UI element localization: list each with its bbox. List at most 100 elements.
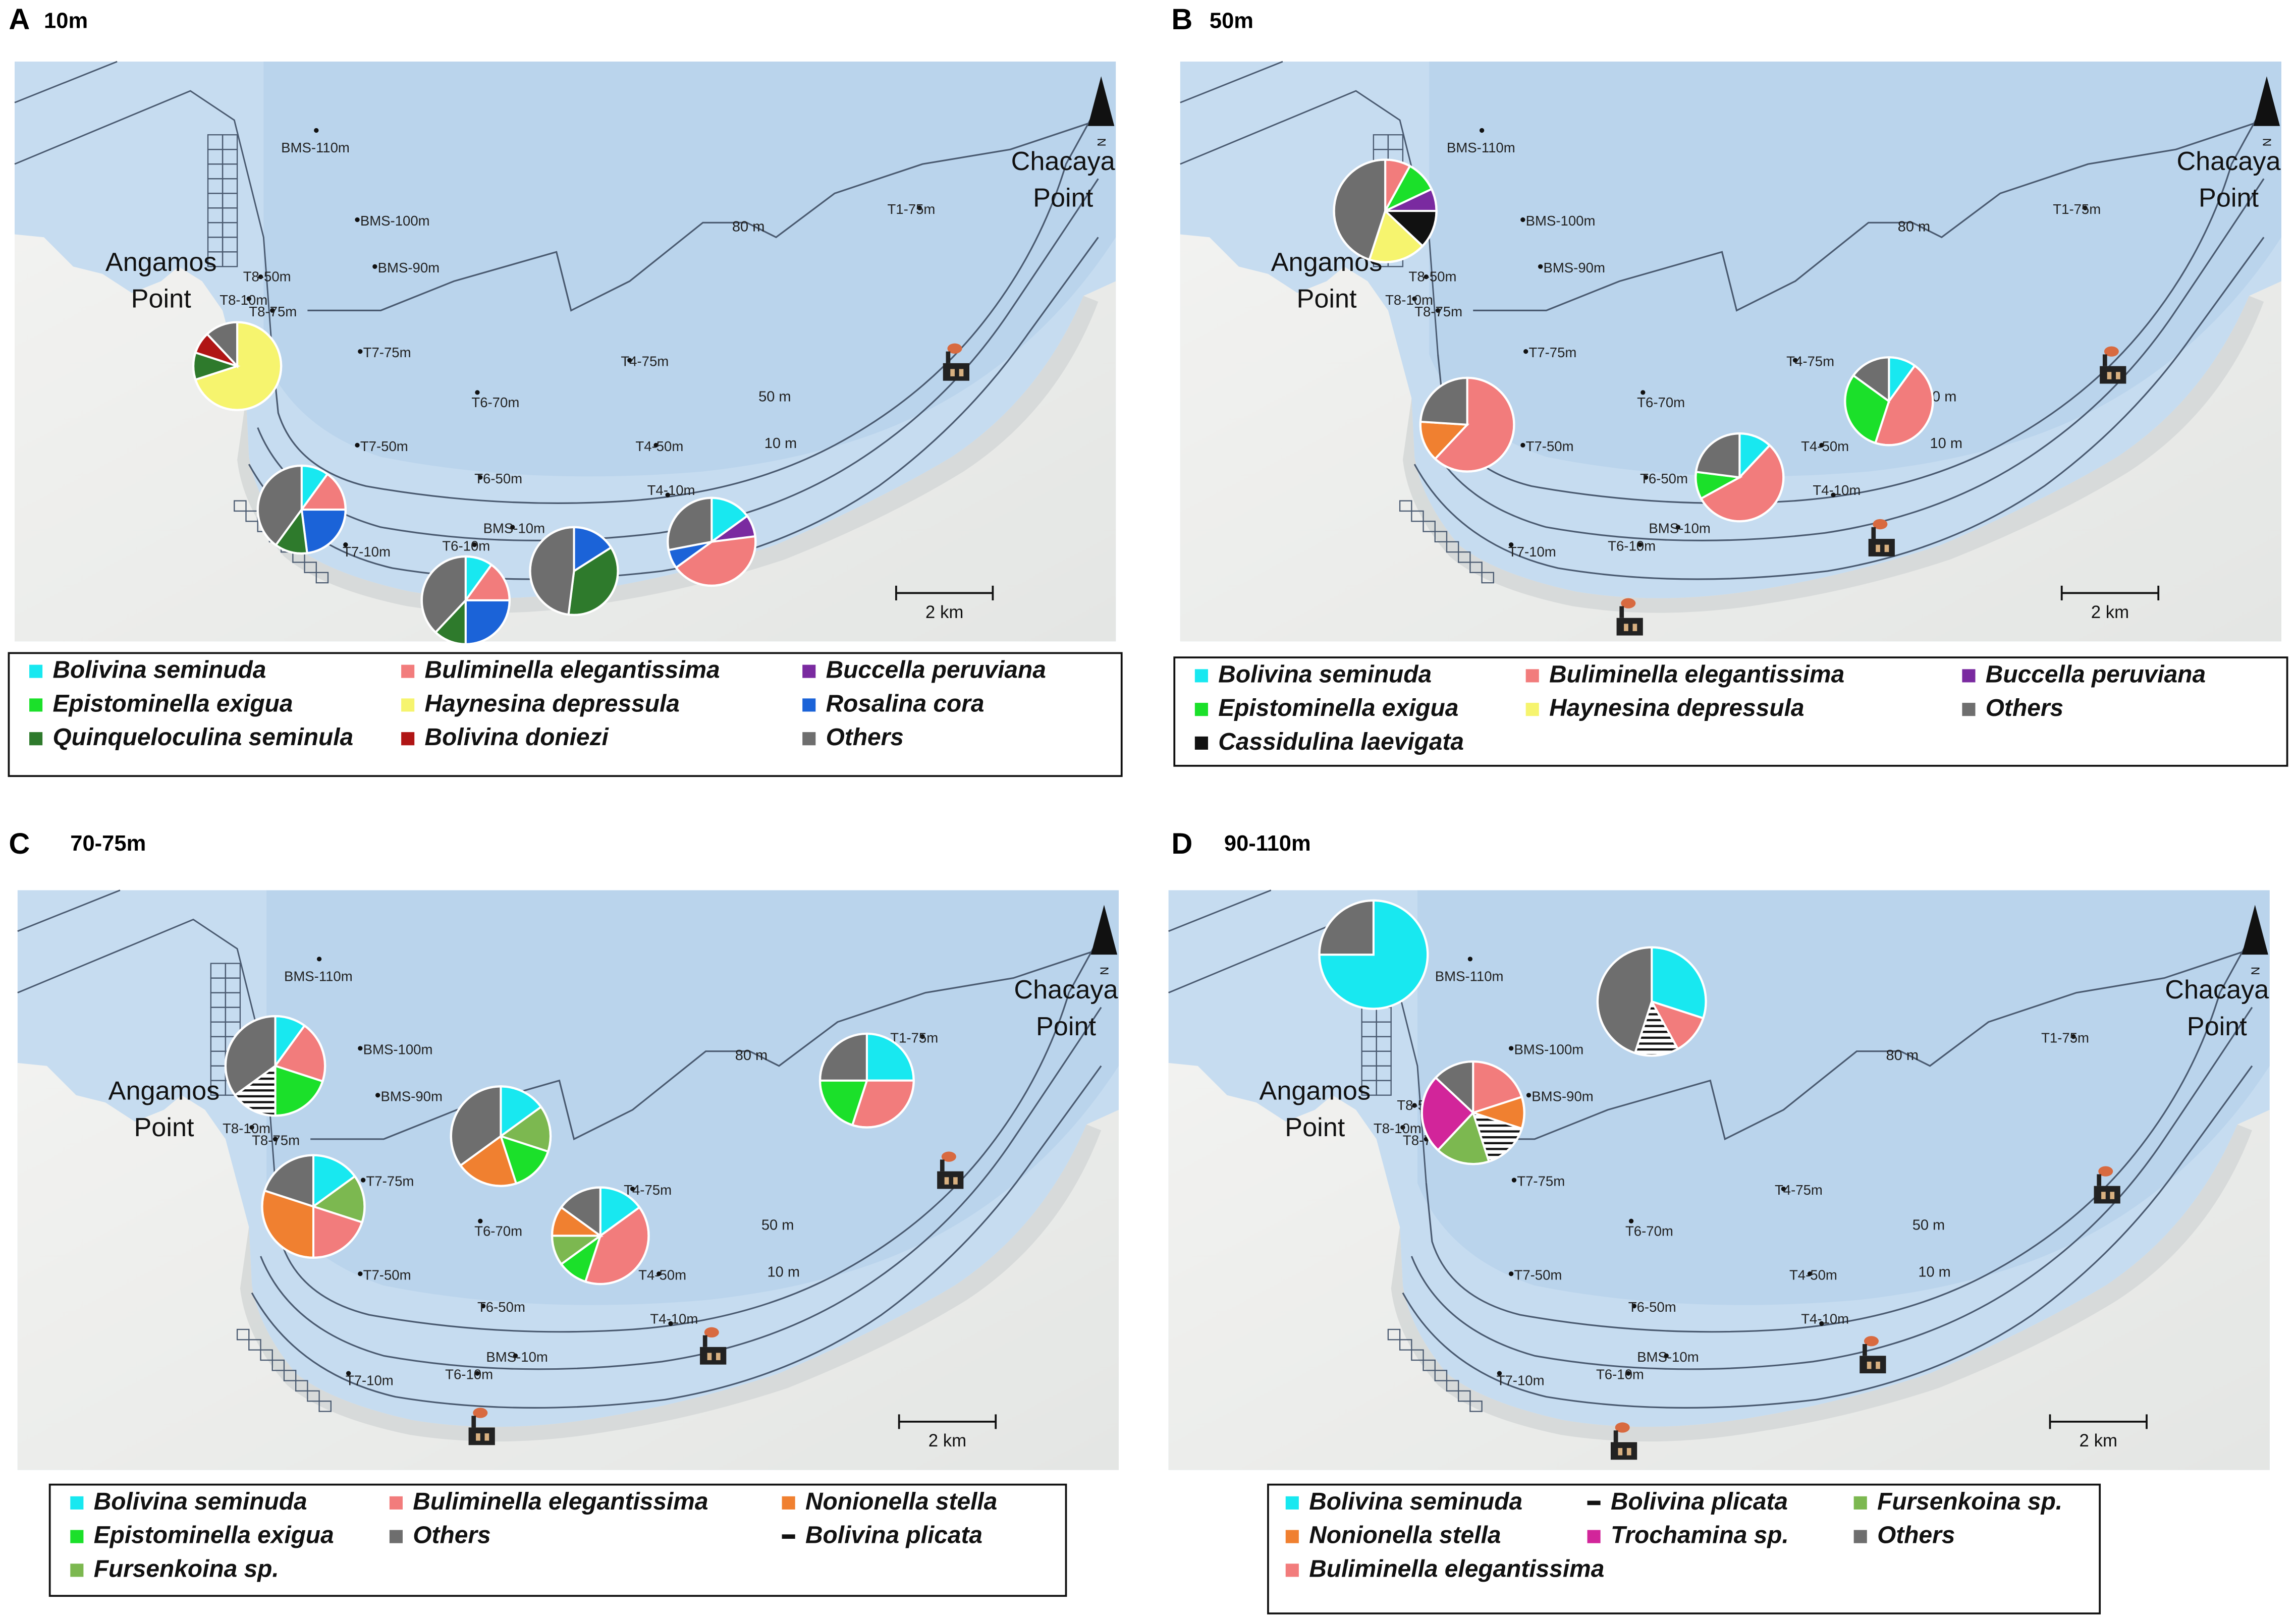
legend-swatch — [802, 732, 816, 746]
pie-chart — [1419, 376, 1515, 473]
legend-label: Buliminella elegantissima — [1309, 1555, 1604, 1582]
scale-bar — [895, 585, 994, 600]
legend-label: Buliminella elegantissima — [425, 657, 720, 684]
panel-c: C 70-75m 80 m50 m10 mBMS-110mBMS-100mBMS… — [9, 827, 1119, 1597]
station-label: T4-10m — [1801, 1311, 1849, 1326]
factory-icon — [1616, 598, 1643, 636]
station-label: BMS-90m — [1532, 1088, 1593, 1104]
station-marker — [270, 308, 275, 313]
station-marker — [917, 205, 922, 210]
station-marker — [343, 542, 348, 547]
legend-item: Nonionella stella — [782, 1488, 997, 1515]
station-marker — [513, 1353, 518, 1358]
panel-depth: 90-110m — [1224, 831, 1311, 856]
place-label-chacaya: Point — [2187, 1012, 2248, 1041]
place-label-angamos: Angamos — [1259, 1076, 1371, 1105]
station-marker — [355, 217, 360, 222]
pie-chart — [1318, 899, 1429, 1010]
legend-item: Bolivina seminuda — [29, 657, 266, 684]
pie-chart — [1420, 1060, 1525, 1165]
place-label-angamos: Point — [1285, 1113, 1345, 1142]
station-marker — [665, 492, 670, 497]
panel-depth: 10m — [44, 9, 88, 33]
legend-label: Nonionella stella — [1309, 1522, 1501, 1549]
pie-chart — [261, 1154, 366, 1259]
legend-label: Fursenkoina sp. — [94, 1555, 279, 1582]
legend-swatch — [1194, 703, 1208, 716]
legend-label: Epistominella exigua — [1218, 695, 1458, 721]
legend-item: Bolivina plicata — [782, 1522, 982, 1549]
legend-swatch — [29, 732, 43, 746]
legend-item: Cassidulina laevigata — [1194, 729, 1464, 755]
factory-icon — [943, 343, 969, 381]
legend-label: Buliminella elegantissima — [1549, 661, 1844, 688]
depth-contour-label: 50 m — [761, 1217, 794, 1234]
station-marker — [1641, 390, 1646, 395]
legend-swatch — [1962, 703, 1976, 716]
pie-chart — [450, 1085, 552, 1187]
scale-bar — [898, 1414, 997, 1429]
depth-contour-label: 10 m — [1918, 1264, 1950, 1280]
station-label: T6-10m — [445, 1367, 493, 1382]
legend-item: Buliminella elegantissima — [401, 657, 720, 684]
station-marker — [1412, 296, 1417, 301]
scale-bar — [2060, 585, 2160, 600]
station-marker — [1509, 542, 1514, 547]
station-label: T7-10m — [1508, 544, 1556, 560]
station-marker — [1631, 1303, 1637, 1309]
legend-label: Haynesina depressula — [1549, 695, 1804, 721]
legend-item: Rosalina cora — [802, 690, 984, 717]
station-label: BMS-100m — [363, 1042, 433, 1057]
panel-d: D 90-110m 80 m50 m10 mBMS-110mBMS-100mBM… — [1168, 827, 2270, 1614]
station-marker — [375, 1093, 380, 1098]
pie-chart — [1694, 432, 1785, 523]
station-label: T7-75m — [363, 345, 411, 360]
map-area: 80 m50 m10 mBMS-110mBMS-100mBMS-90mT8-50… — [17, 889, 1119, 1470]
panel-depth: 70-75m — [70, 831, 146, 856]
legend-item: Others — [1853, 1522, 1955, 1549]
legend-item: Others — [1962, 695, 2063, 721]
station-label: BMS-90m — [380, 1088, 442, 1104]
legend-item: Bolivina doniezi — [401, 724, 610, 751]
factory-icon — [2100, 346, 2126, 384]
legend-swatch — [1525, 669, 1539, 683]
legend-label: Rosalina cora — [826, 690, 985, 717]
station-label: T4-10m — [1813, 482, 1861, 498]
station-marker — [258, 274, 263, 280]
depth-contour-label: 10 m — [768, 1264, 800, 1280]
station-label: T6-70m — [1625, 1223, 1673, 1239]
legend-label: Others — [826, 724, 904, 751]
legend-label: Bolivina seminuda — [94, 1488, 307, 1515]
station-label: T7-50m — [360, 438, 408, 454]
legend-label: Buccella peruviana — [826, 657, 1046, 684]
legend-swatch — [1962, 669, 1976, 683]
legend-label: Epistominella exigua — [94, 1522, 334, 1549]
legend-swatch — [802, 664, 816, 678]
legend-swatch — [70, 1496, 84, 1510]
station-marker — [475, 390, 480, 395]
station-label: T6-50m — [474, 471, 522, 486]
station-label: T6-70m — [1637, 395, 1685, 410]
panel-b: B 50m 80 m50 m10 mBMS-110mBMS-100mBMS-90… — [1171, 3, 2288, 767]
station-marker — [1412, 1103, 1417, 1108]
legend-item: Haynesina depressula — [1525, 695, 1805, 721]
station-label: T4-75m — [1786, 354, 1834, 369]
station-label: T4-75m — [1775, 1182, 1823, 1198]
pie-chart — [224, 1015, 326, 1117]
legend-label: Fursenkoina sp. — [1877, 1488, 2062, 1515]
station-label: T4-75m — [621, 354, 669, 369]
panel-letter: C — [9, 827, 30, 860]
station-marker — [1509, 1271, 1514, 1276]
station-marker — [358, 1271, 363, 1276]
legend-label: Others — [413, 1522, 490, 1549]
station-label: T8-10m — [223, 1121, 270, 1136]
station-marker — [1526, 1093, 1532, 1098]
legend-label: Buliminella elegantissima — [413, 1488, 708, 1515]
station-label: T4-50m — [1801, 438, 1849, 454]
station-label: T7-50m — [1514, 1267, 1562, 1282]
station-label: T4-50m — [638, 1267, 686, 1282]
station-marker — [1520, 217, 1525, 222]
pie-chart — [667, 496, 757, 587]
station-label: T7-10m — [1497, 1372, 1545, 1388]
